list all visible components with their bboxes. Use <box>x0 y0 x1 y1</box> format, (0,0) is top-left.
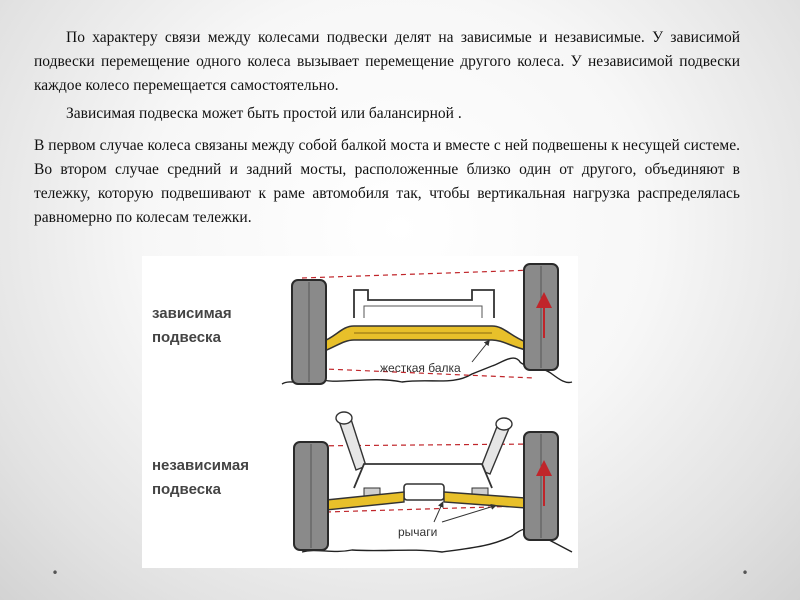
dependent-suspension-label-line1: зависимая <box>152 305 232 322</box>
levers-label: рычаги <box>398 525 437 539</box>
lever-right <box>443 491 527 509</box>
vehicle-frame-top <box>353 289 495 318</box>
rigid-beam-label: жесткая балка <box>380 361 461 375</box>
suspension-diagram-svg: зависимая подвеска жесткая балка <box>152 263 573 553</box>
bullet-dot-icon: • <box>51 566 59 580</box>
dependent-suspension-label-line2: подвеска <box>152 329 222 346</box>
suspension-illustration: зависимая подвеска жесткая балка <box>142 256 578 568</box>
ground-line-bottom <box>301 528 573 553</box>
dashed-line-top-upper <box>301 269 535 279</box>
independent-suspension-drawing: независимая подвеска рычаги <box>152 411 573 553</box>
paragraph-suspension-types: По характеру связи между колесами подвес… <box>34 29 740 94</box>
rigid-beam <box>321 325 527 354</box>
levers-callout-line-left <box>433 501 444 523</box>
levers-callout-line-right <box>441 504 497 523</box>
paragraph-dependent-suspension: Зависимая подвеска может быть простой ил… <box>66 105 462 122</box>
bullet-dot-icon: • <box>741 566 749 580</box>
rigid-beam-callout-line <box>471 339 490 363</box>
paragraph-suspension-cases: В первом случае колеса связаны между соб… <box>34 137 740 226</box>
vehicle-frame-bottom <box>353 463 493 489</box>
differential-housing <box>403 483 445 501</box>
dependent-suspension-drawing: зависимая подвеска жесткая балка <box>152 263 573 385</box>
independent-suspension-label-line2: подвеска <box>152 481 222 498</box>
independent-suspension-label-line1: независимая <box>152 457 249 474</box>
shock-absorber-right <box>479 423 511 475</box>
text-content: По характеру связи между колесами подвес… <box>34 26 740 230</box>
dashed-line-top-lower <box>301 367 535 379</box>
